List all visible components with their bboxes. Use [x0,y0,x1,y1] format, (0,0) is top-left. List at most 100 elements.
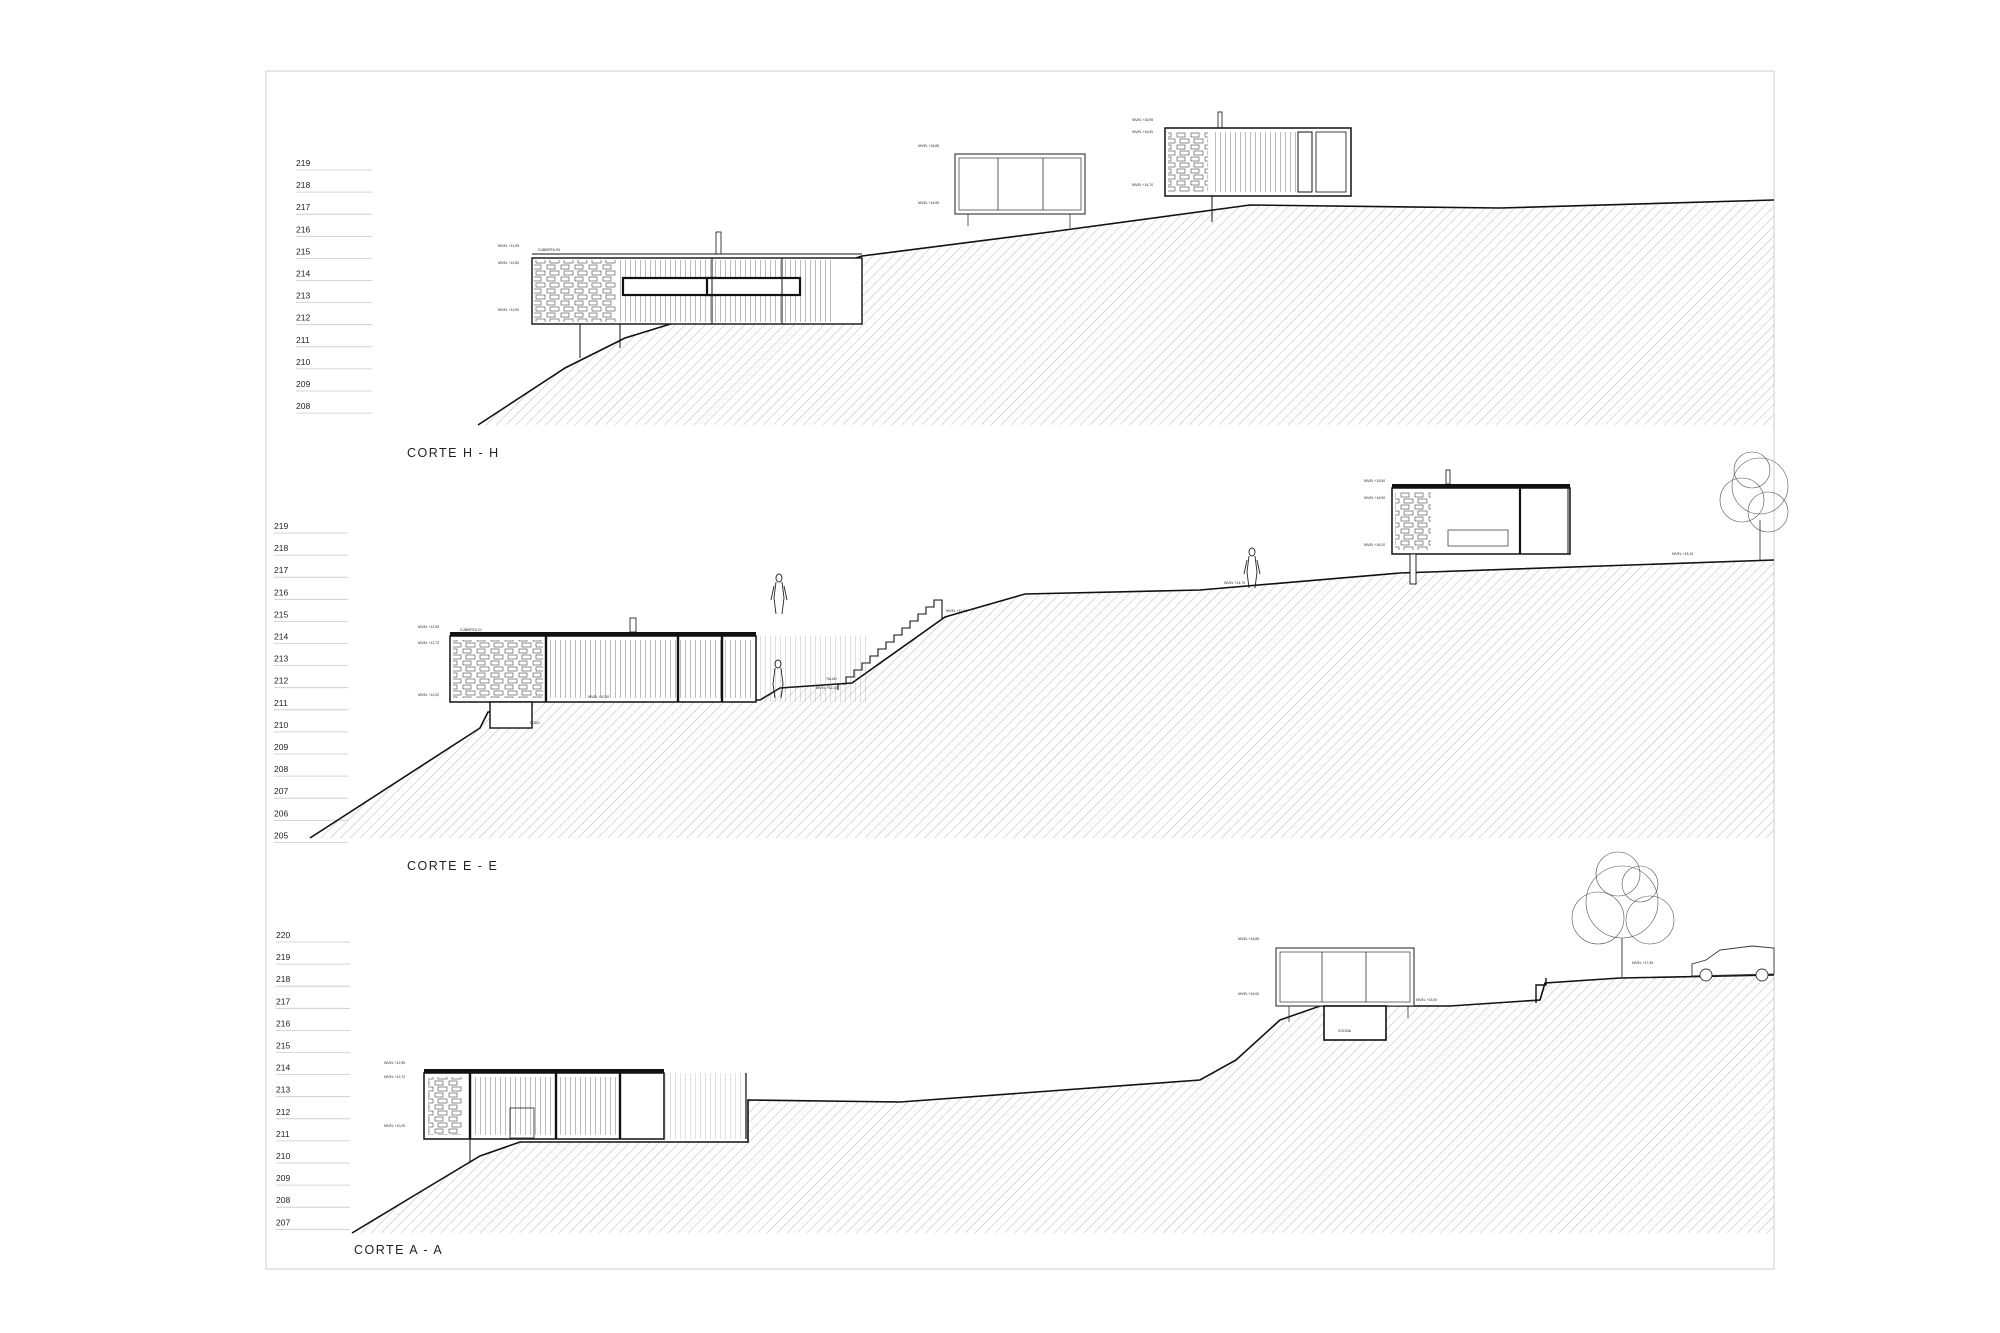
annotations-hh: NIVEL +12,95 CUBIERTA H3 NIVEL +12,80 NI… [498,118,1153,312]
tag: NIVEL +16,85 [918,144,939,148]
tag: NIVEL +12,72 [418,641,439,645]
section-hh: 219 218 217 216 215 214 213 212 211 210 209 208 [296,111,1775,460]
level-label: 207 [276,1217,290,1227]
level-label: 208 [274,764,288,774]
annotations-ee: NIVEL +12,95 CUBIERTA C1 NIVEL +12,72 NI… [418,479,1693,725]
tag: NIVEL +10,30 [588,695,609,699]
tag: FOSO [530,721,540,725]
level-scale-ee: 219 218 217 216 215 214 213 212 211 210 209 208 207 2… [274,521,348,843]
tag: CUBIERTA H3 [538,248,560,252]
terrain-hh [478,200,1774,425]
level-label: 213 [276,1085,290,1095]
level-label: 214 [296,269,310,279]
section-title-aa: CORTE A - A [354,1243,443,1257]
level-label: 206 [274,808,288,818]
tag: TALUD [826,677,837,681]
tag: NIVEL +10,20 [418,693,439,697]
tag: COCINA [1338,1029,1352,1033]
tag: NIVEL +10,20 [384,1124,405,1128]
level-label: 217 [274,565,288,575]
tag: NIVEL +14,90 [918,201,939,205]
level-label: 218 [274,543,288,553]
tag: NIVEL +12,95 [418,625,439,629]
level-label: 213 [296,291,310,301]
level-label: 211 [276,1129,290,1139]
annotations-aa: NIVEL +12,95 NIVEL +12,72 NIVEL +10,20 N… [384,937,1653,1128]
tag: NIVEL +16,85 [1238,937,1259,941]
level-label: 210 [296,357,310,367]
lower-volume-ee [449,617,868,729]
tag: NIVEL +12,95 [384,1061,405,1065]
retaining-wall-aa [1535,978,1547,1003]
level-scale-hh: 219 218 217 216 215 214 213 212 211 210 209 208 [296,158,372,414]
tag: NIVEL +16,90 [1364,496,1385,500]
level-label: 207 [274,786,288,796]
level-label: 209 [274,742,288,752]
tag: NIVEL +15,00 [1238,992,1259,996]
level-label: 212 [274,676,288,686]
level-label: 205 [274,830,288,840]
level-label: 215 [296,246,310,256]
level-label: 211 [296,335,310,345]
level-label: 208 [276,1195,290,1205]
level-label: 210 [276,1151,290,1161]
level-label: 220 [276,930,290,940]
level-label: 212 [276,1107,290,1117]
tag: NIVEL +12,95 [498,244,519,248]
level-label: 216 [274,587,288,597]
tag: NIVEL +11,90 [498,308,519,312]
tag: NIVEL +14,70 [1132,183,1153,187]
level-label: 211 [274,698,288,708]
tag: NIVEL +12,80 [946,609,967,613]
tag: NIVEL +14,70 [1224,581,1245,585]
ground-line-aa [351,974,1775,1234]
car-aa [1691,945,1775,982]
upper-pavilion-outline-aa [1275,947,1415,1041]
lower-volume-aa [423,1069,748,1162]
level-label: 213 [274,654,288,664]
level-label: 216 [276,1018,290,1028]
level-label: 219 [276,952,290,962]
tag: NIVEL +15,90 [1364,479,1385,483]
terrain-aa [352,975,1774,1233]
level-label: 217 [276,996,290,1006]
level-label: 218 [276,974,290,984]
level-label: 209 [276,1173,290,1183]
human-figures-ee [770,547,1261,699]
tag: NIVEL +12,80 [498,261,519,265]
level-scale-aa: 220 219 218 217 216 215 214 213 212 211 210 209 208 2… [276,930,350,1230]
tag: NIVEL +16,90 [1132,130,1153,134]
tag: NIVEL +16,95 [1132,118,1153,122]
level-label: 217 [296,202,310,212]
level-label: 216 [296,224,310,234]
upper-volume-hh [1164,111,1352,222]
terrain-ee [310,560,1774,838]
tag: NIVEL +17,35 [1632,961,1653,965]
lower-volume-hh [531,231,863,358]
level-label: 219 [296,158,310,168]
tag: NIVEL +15,10 [1672,552,1693,556]
level-label: 210 [274,720,288,730]
tag: NIVEL +15,00 [1416,998,1437,1002]
level-label: 214 [276,1063,290,1073]
tree-ee [1719,451,1789,560]
level-label: 212 [296,313,310,323]
section-title-ee: CORTE E - E [407,859,498,873]
level-label: 209 [296,379,310,389]
section-ee: 219 218 217 216 215 214 213 212 211 210 209 208 207 2… [274,451,1789,873]
tag: NIVEL +12,72 [384,1075,405,1079]
level-label: 215 [274,609,288,619]
upper-volume-ee [1391,469,1571,585]
level-label: 214 [274,632,288,642]
upper-pavilion-outline-hh [954,153,1086,228]
level-label: 218 [296,180,310,190]
level-label: 219 [274,521,288,531]
level-label: 208 [296,401,310,411]
level-label: 215 [276,1041,290,1051]
section-aa: 220 219 218 217 216 215 214 213 212 211 210 209 208 2… [276,851,1775,1257]
tag: CUBIERTA C1 [460,628,482,632]
tag: NIVEL +11,10 [816,686,837,690]
section-title-hh: CORTE H - H [407,446,500,460]
tag: NIVEL +16,20 [1364,543,1385,547]
